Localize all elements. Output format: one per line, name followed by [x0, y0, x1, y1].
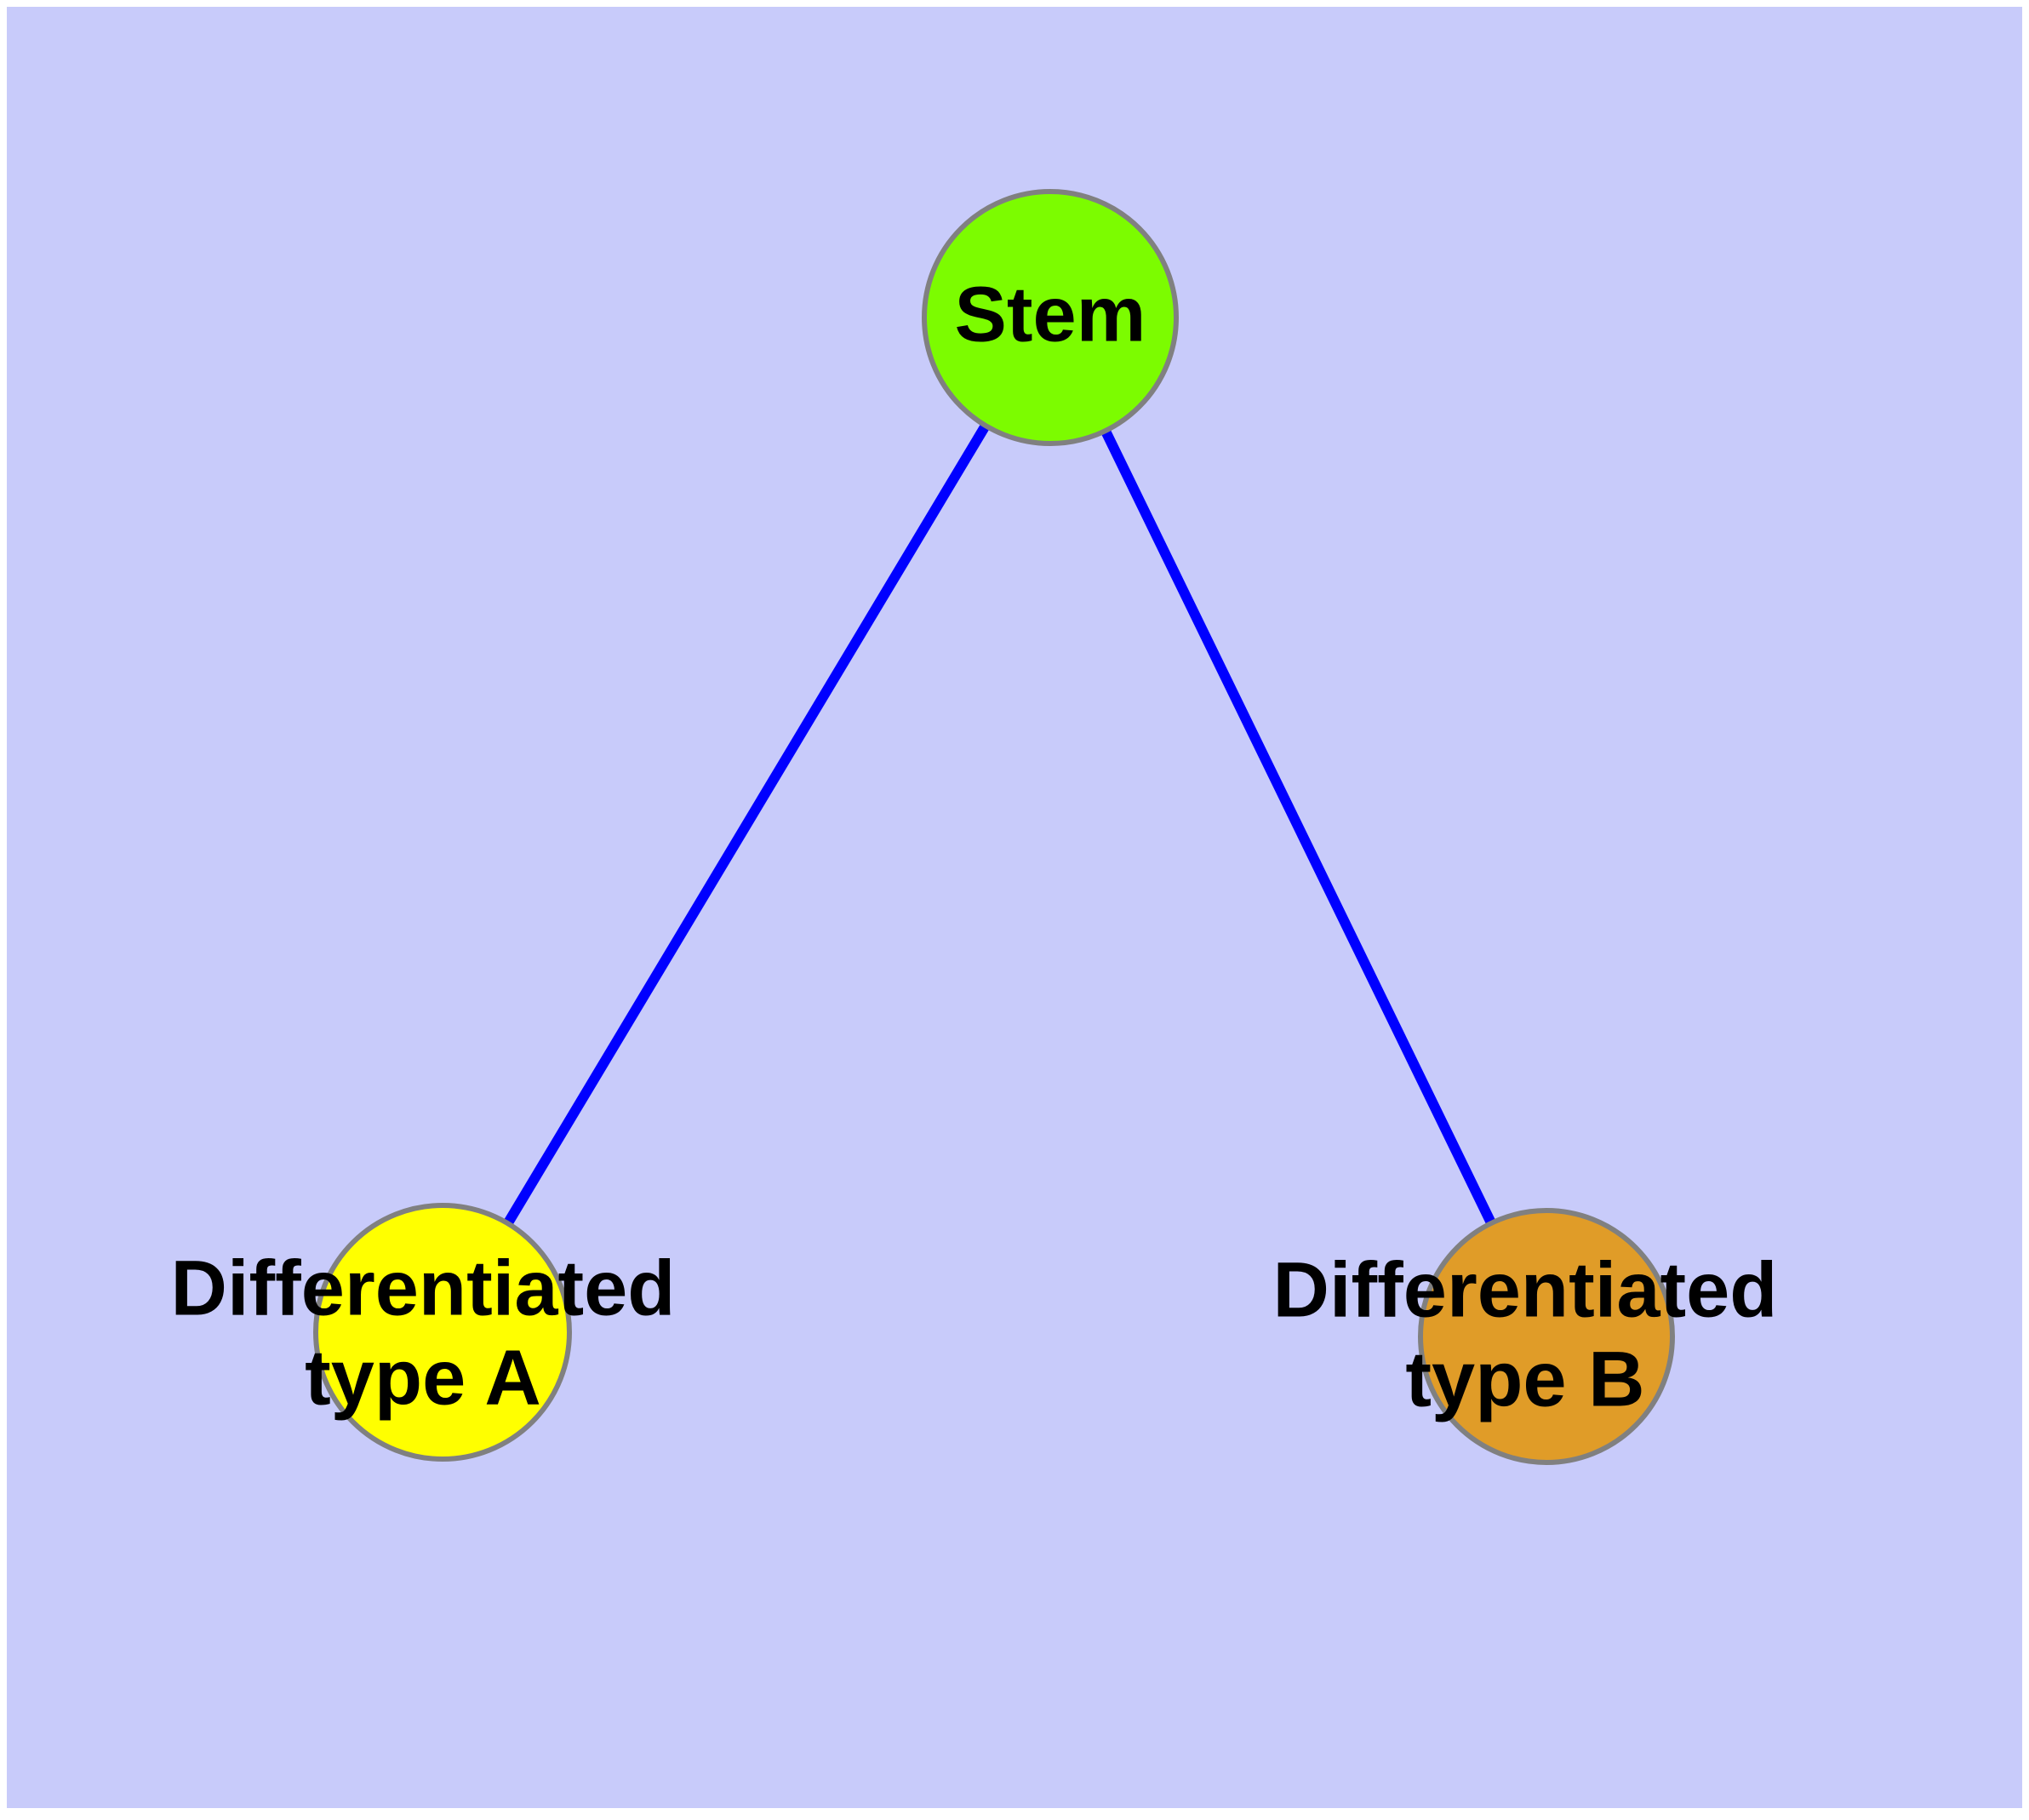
node-label-stem: Stem	[955, 271, 1146, 358]
edge-layer	[437, 314, 1552, 1339]
node-label-differentiated-type-a-line1: Differentiated	[171, 1245, 676, 1331]
label-layer: Stem Differentiated type A Differentiate…	[171, 271, 1778, 1422]
node-label-differentiated-type-b-line2: type B	[1405, 1336, 1644, 1422]
node-stem[interactable]	[922, 189, 1179, 446]
node-layer	[313, 189, 1675, 1465]
node-label-differentiated-type-b-line1: Differentiated	[1273, 1246, 1778, 1333]
edge-stem-to-differentiated-type-a[interactable]	[437, 314, 1055, 1336]
edge-stem-to-differentiated-type-b[interactable]	[1045, 315, 1552, 1339]
node-differentiated-type-b[interactable]	[1418, 1208, 1675, 1465]
node-differentiated-type-a[interactable]	[313, 1203, 572, 1462]
node-label-differentiated-type-a-line2: type A	[305, 1334, 541, 1421]
